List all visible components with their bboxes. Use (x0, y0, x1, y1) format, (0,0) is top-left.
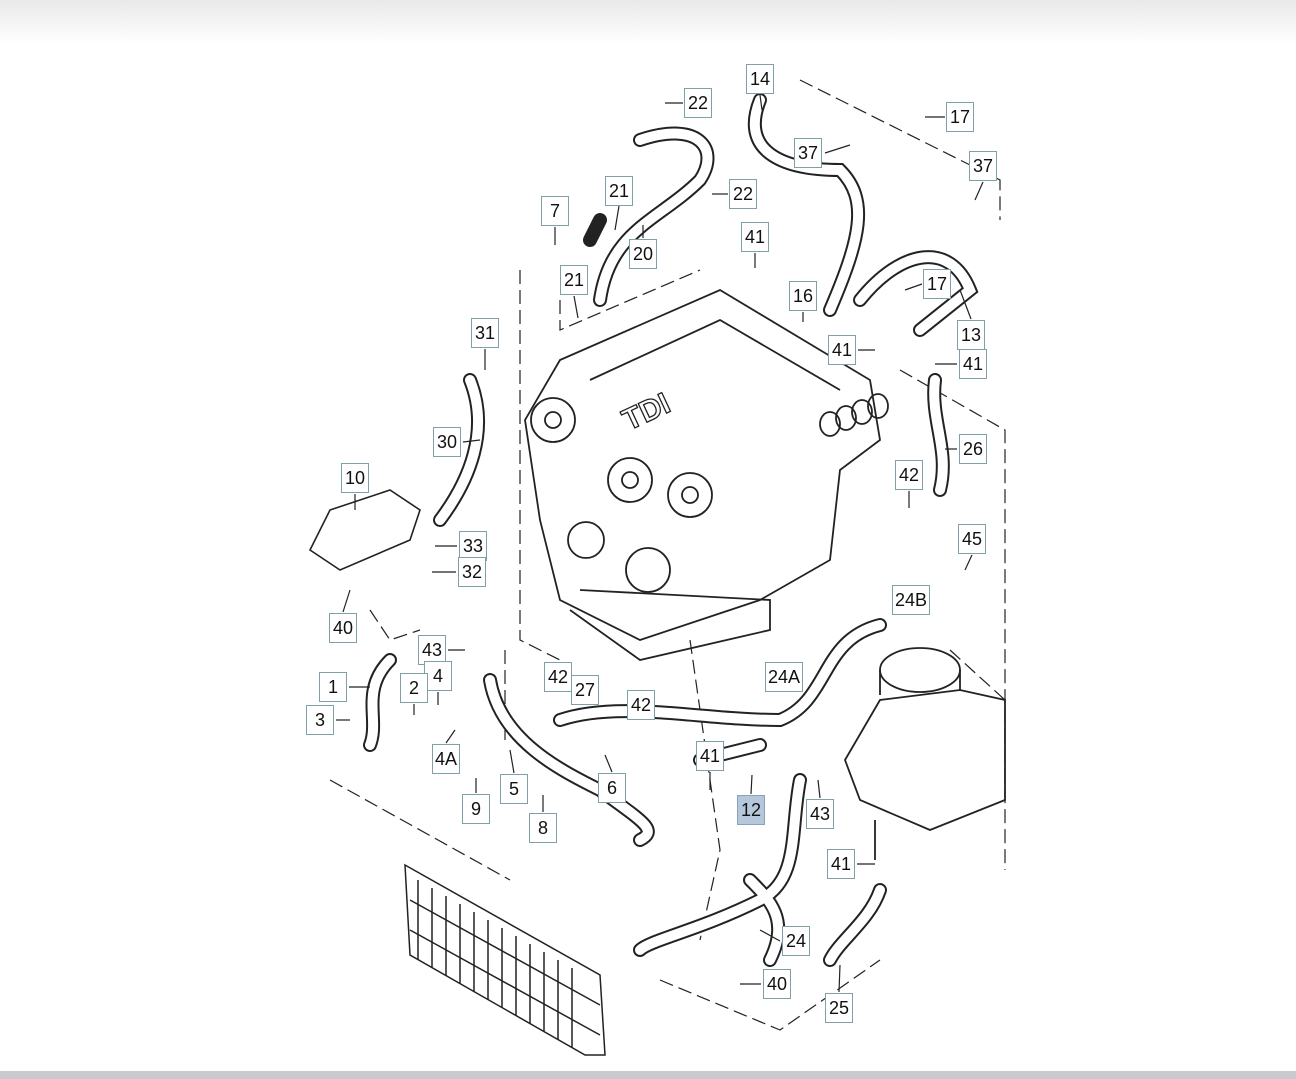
radiator (404, 863, 606, 1056)
part-label-24A[interactable]: 24A (764, 662, 804, 692)
bottom-scrollbar-edge (0, 1071, 1296, 1079)
part-label-37a[interactable]: 37 (794, 138, 822, 168)
part-label-4[interactable]: 4 (424, 661, 452, 691)
part-label-40a[interactable]: 40 (329, 613, 357, 643)
leader-lines (336, 94, 984, 993)
part-label-42b[interactable]: 42 (544, 662, 572, 692)
part-label-30[interactable]: 30 (433, 427, 461, 457)
part-label-8[interactable]: 8 (529, 813, 557, 843)
part-label-2[interactable]: 2 (400, 673, 428, 703)
coolant-flange-10 (308, 489, 421, 571)
part-label-6[interactable]: 6 (598, 773, 626, 803)
part-label-4A[interactable]: 4A (431, 744, 461, 774)
part-label-17b[interactable]: 17 (923, 269, 951, 299)
part-label-16[interactable]: 16 (789, 281, 817, 311)
part-label-42a[interactable]: 42 (895, 460, 923, 490)
part-label-21a[interactable]: 21 (605, 176, 633, 206)
part-label-3[interactable]: 3 (306, 705, 334, 735)
hoses (363, 93, 979, 967)
part-label-24B[interactable]: 24B (891, 585, 931, 615)
part-label-17a[interactable]: 17 (946, 102, 974, 132)
part-label-13[interactable]: 13 (957, 320, 985, 350)
part-label-43a[interactable]: 43 (418, 635, 446, 665)
part-label-43b[interactable]: 43 (806, 799, 834, 829)
part-label-32[interactable]: 32 (458, 557, 486, 587)
part-label-41b[interactable]: 41 (828, 335, 856, 365)
part-label-45[interactable]: 45 (958, 524, 986, 554)
part-label-12[interactable]: 12 (737, 795, 765, 825)
engine-block (524, 288, 889, 661)
expansion-tank (844, 647, 1006, 860)
part-label-37b[interactable]: 37 (969, 151, 997, 181)
part-label-22b[interactable]: 22 (729, 179, 757, 209)
part-label-41d[interactable]: 41 (696, 741, 724, 771)
part-label-14[interactable]: 14 (746, 64, 774, 94)
part-label-20[interactable]: 20 (629, 239, 657, 269)
part-label-9[interactable]: 9 (462, 794, 490, 824)
part-label-42c[interactable]: 42 (627, 690, 655, 720)
part-label-31[interactable]: 31 (471, 318, 499, 348)
part-label-27[interactable]: 27 (571, 675, 599, 705)
hoses-inner (365, 95, 977, 965)
part-label-33[interactable]: 33 (459, 531, 487, 561)
part-label-10[interactable]: 10 (341, 463, 369, 493)
part-label-26[interactable]: 26 (959, 434, 987, 464)
assembly-dash-lines (329, 79, 1006, 1031)
part-label-1[interactable]: 1 (319, 672, 347, 702)
part-label-40b[interactable]: 40 (763, 969, 791, 999)
engine-logo-tdi: TDI (618, 387, 676, 437)
part-label-5[interactable]: 5 (500, 774, 528, 804)
top-toolbar-shadow (0, 0, 1296, 44)
part-label-21b[interactable]: 21 (560, 265, 588, 295)
part-label-41e[interactable]: 41 (827, 849, 855, 879)
part-label-7[interactable]: 7 (541, 196, 569, 226)
part-label-25[interactable]: 25 (825, 993, 853, 1023)
part-label-22a[interactable]: 22 (684, 88, 712, 118)
part-label-24[interactable]: 24 (782, 926, 810, 956)
part-label-41a[interactable]: 41 (741, 222, 769, 252)
part-label-41c[interactable]: 41 (959, 349, 987, 379)
